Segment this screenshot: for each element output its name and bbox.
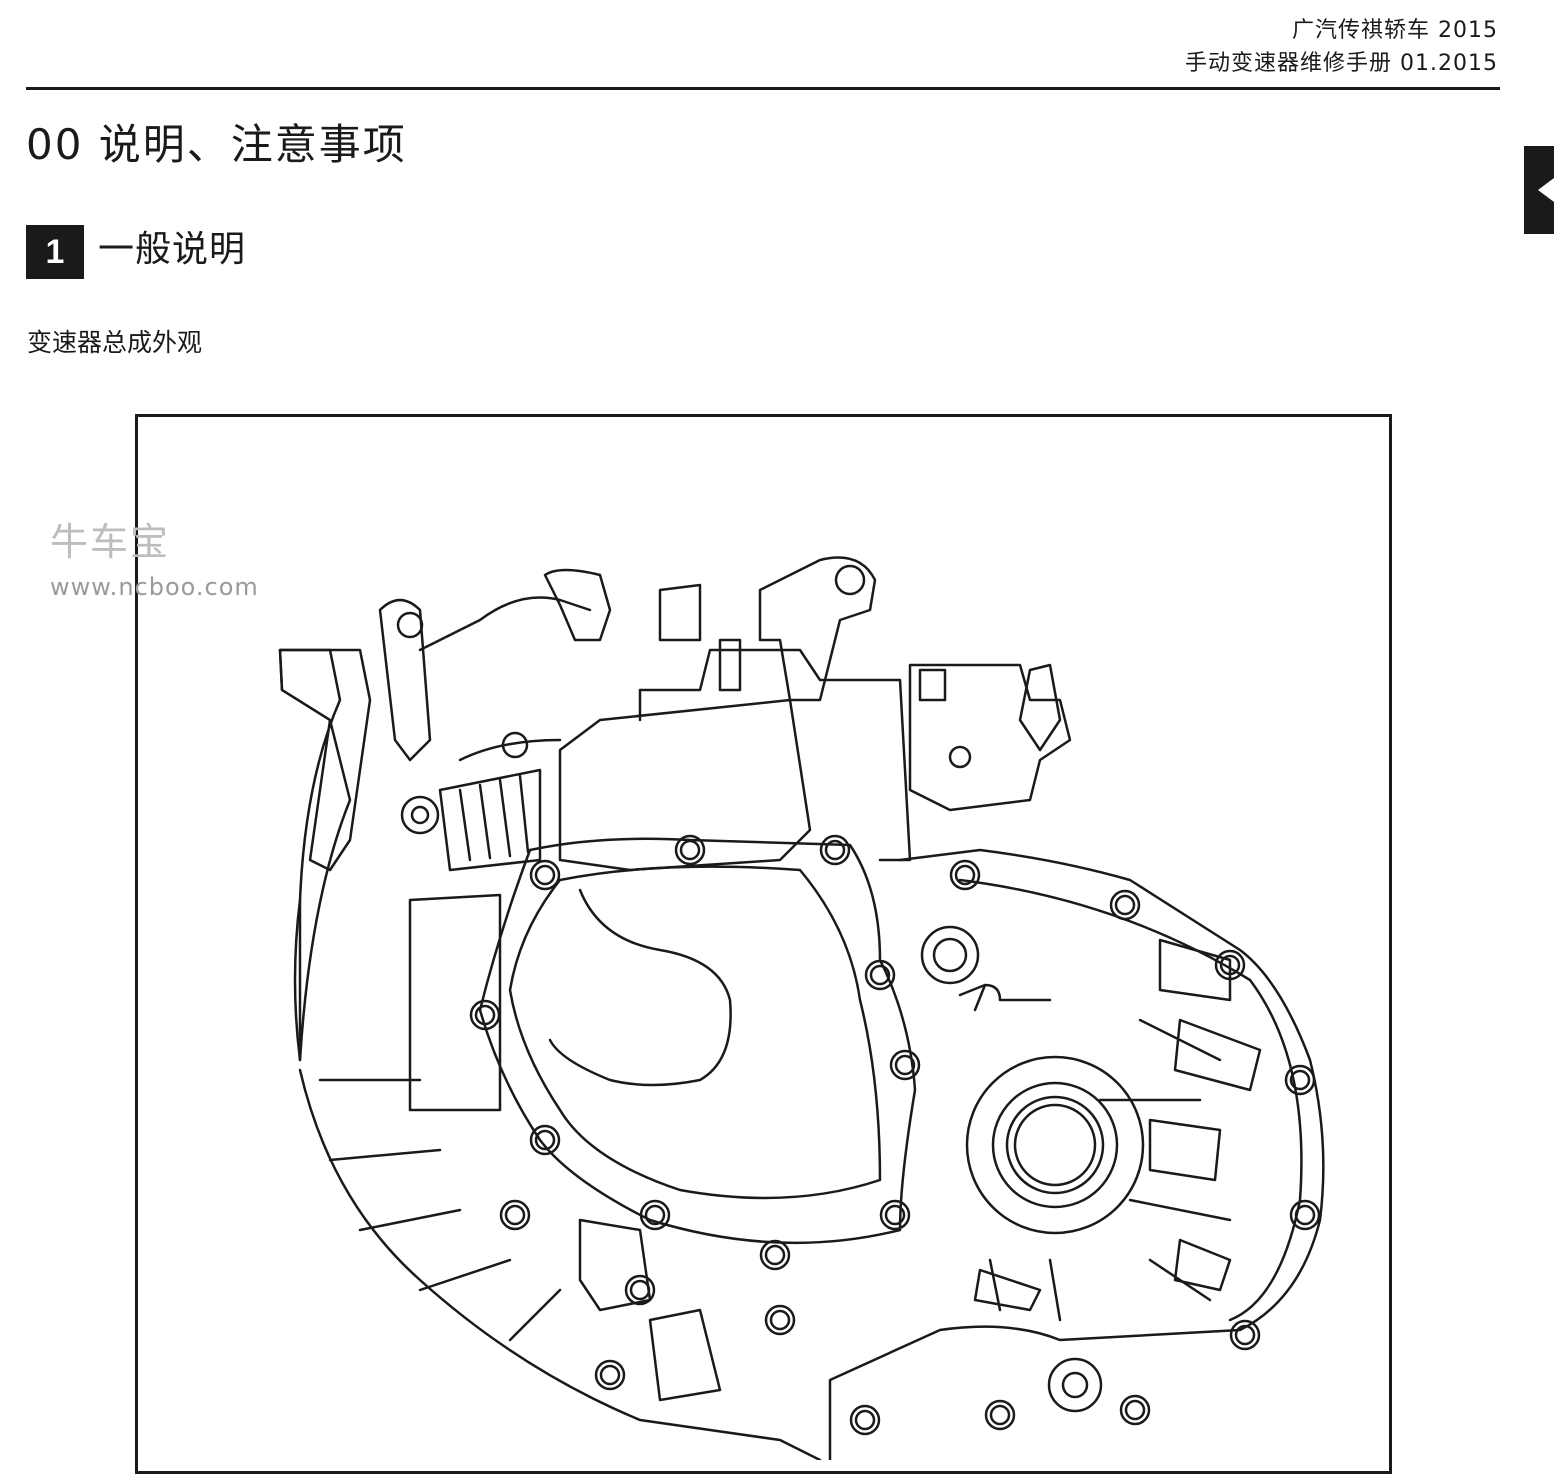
sensor-plug: [1018, 663, 1062, 752]
cover-recess: [548, 888, 732, 1087]
wing-bolt: [958, 983, 1052, 1012]
drain-plug: [1047, 1357, 1103, 1413]
header-manual: 手动变速器维修手册 01.2015: [1185, 51, 1498, 76]
mount-ear-lower: [578, 1218, 652, 1312]
section-title: 一般说明: [98, 229, 247, 270]
mount-bracket: [758, 556, 877, 702]
select-lever: [378, 598, 432, 762]
shift-arm-pivot: [400, 795, 440, 835]
gear-case-outline: [828, 848, 1325, 1460]
section-number-badge: 1: [26, 225, 84, 279]
header-vehicle: 广汽传祺轿车 2015: [1292, 18, 1498, 43]
figure-caption: 变速器总成外观: [27, 328, 203, 357]
shift-cover: [558, 698, 812, 872]
header-divider: [26, 87, 1500, 90]
clutch-cover-inner: [508, 865, 882, 1200]
page-header: 广汽传祺轿车 2015 手动变速器维修手册 01.2015: [1185, 14, 1498, 80]
clutch-cover-plate: [478, 837, 917, 1245]
gear-case-inner: [958, 878, 1303, 1322]
case-ribs: [318, 1018, 1232, 1342]
boss-ring: [920, 925, 980, 985]
shift-rod: [458, 738, 562, 762]
output-seal-inner: [1005, 1095, 1105, 1195]
sensor-block: [908, 663, 1072, 812]
bracket-tabs: [658, 583, 947, 702]
output-seal-mid: [991, 1081, 1119, 1209]
case-pockets: [973, 938, 1262, 1312]
case-edge: [293, 898, 302, 1062]
watermark-logo: 牛车宝: [50, 520, 171, 564]
mount-ear-rear: [648, 1308, 722, 1402]
side-tab[interactable]: [1524, 146, 1554, 234]
watermark-url: www.ncboo.com: [50, 573, 259, 601]
actuator-boot: [438, 768, 542, 872]
actuator-housing: [408, 893, 502, 1112]
arrow-left-icon: [1538, 178, 1554, 202]
shift-cable-bracket: [418, 596, 592, 652]
breather-stem: [543, 568, 612, 642]
bell-housing-body: [298, 1068, 822, 1460]
shift-arm: [278, 648, 372, 872]
shift-tower: [638, 648, 912, 862]
chapter-title: 00 说明、注意事项: [26, 120, 407, 169]
output-seal-outer: [965, 1055, 1145, 1235]
